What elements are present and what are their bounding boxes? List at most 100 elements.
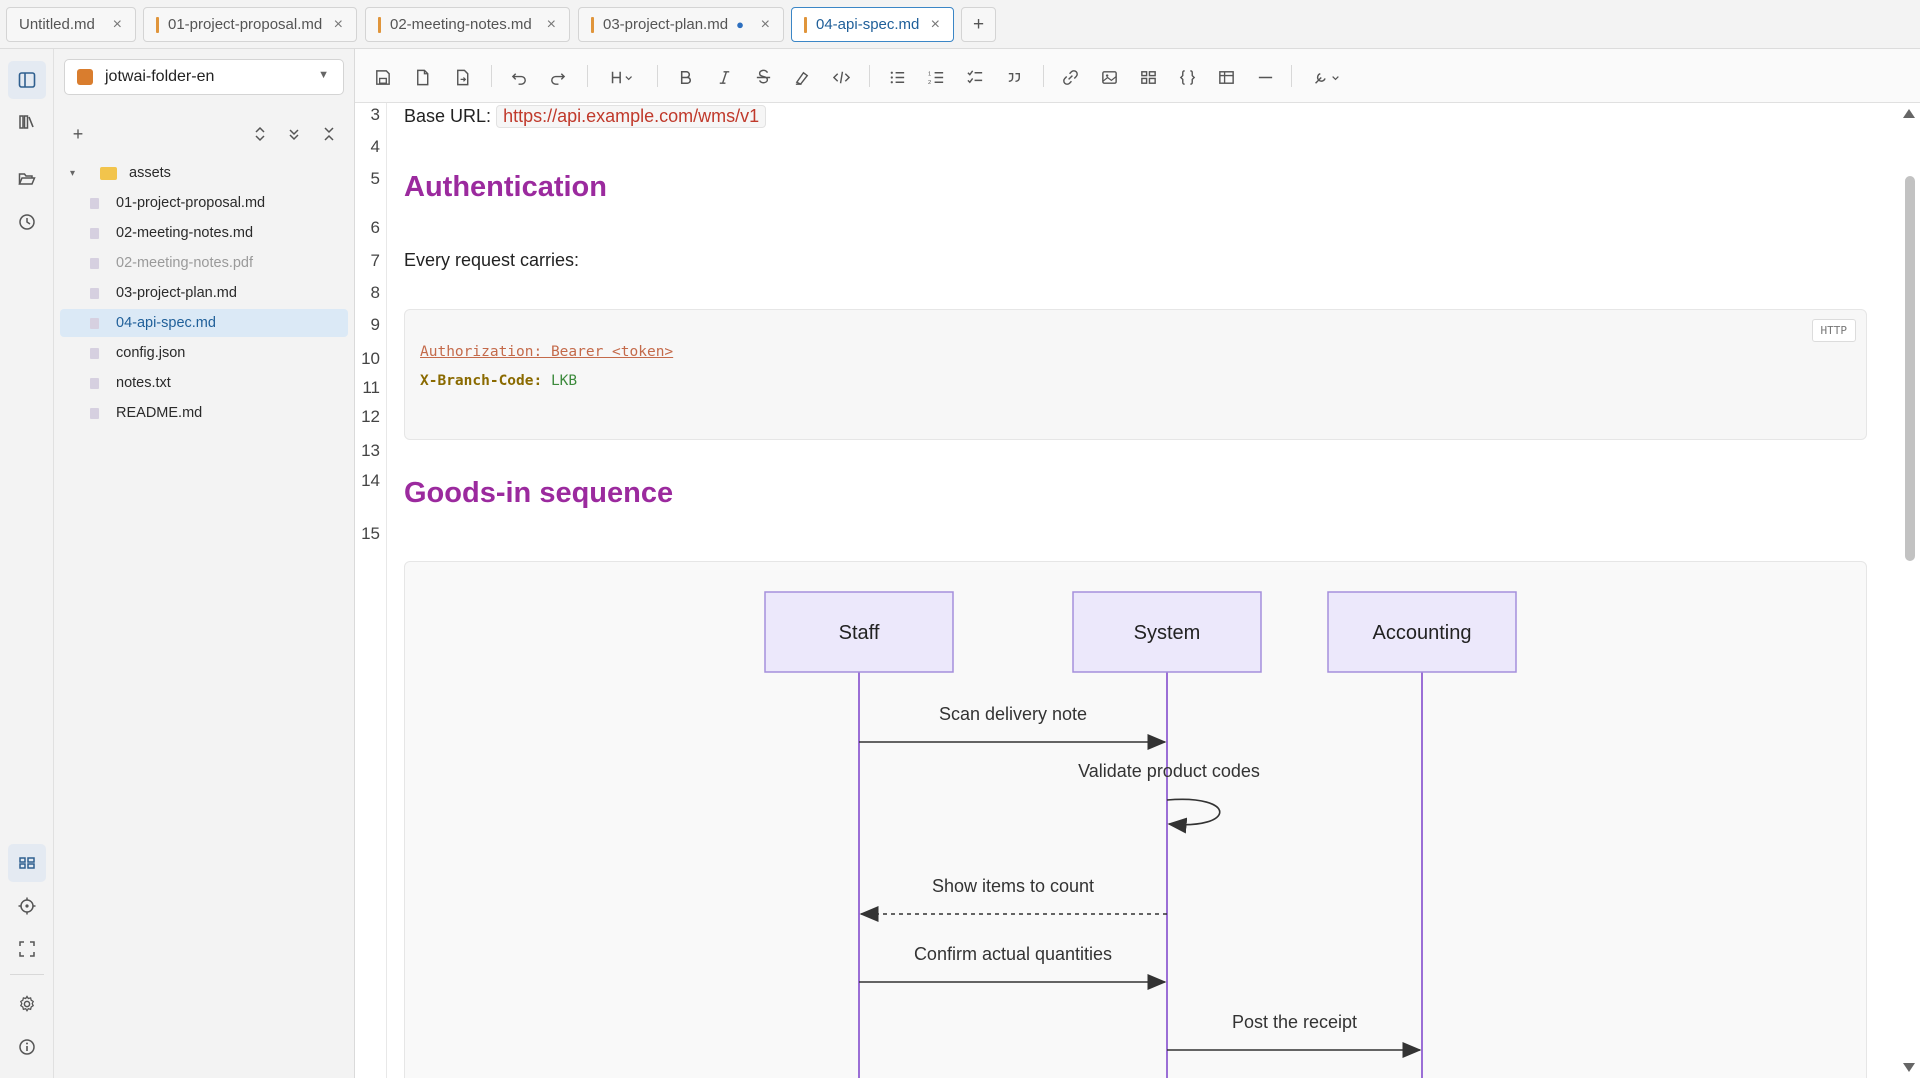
history-button[interactable] bbox=[8, 203, 46, 241]
inline-code-button[interactable] bbox=[827, 63, 855, 91]
tab-04-api-spec[interactable]: 04-api-spec.md × bbox=[791, 7, 954, 42]
redo-button[interactable] bbox=[543, 63, 571, 91]
folder-selector[interactable]: jotwai-folder-en ▼ bbox=[64, 59, 344, 95]
heading-icon bbox=[611, 71, 632, 83]
tree-item-name: 03-project-plan.md bbox=[116, 285, 237, 301]
sidebar-toggle-button[interactable] bbox=[8, 61, 46, 99]
chevron-down-icon: ▼ bbox=[318, 69, 329, 81]
folder-color-icon bbox=[77, 69, 93, 85]
clock-icon bbox=[19, 214, 35, 230]
close-icon[interactable]: × bbox=[930, 16, 940, 33]
file-export-icon bbox=[416, 69, 428, 85]
export-pdf-button[interactable] bbox=[448, 63, 476, 91]
about-button[interactable] bbox=[8, 1028, 46, 1066]
embed-button[interactable] bbox=[1134, 63, 1162, 91]
line-number: 15 bbox=[361, 524, 380, 543]
participant-label: Accounting bbox=[1373, 622, 1472, 644]
table-icon bbox=[1218, 70, 1234, 84]
document-content[interactable]: Base URL: https://api.example.com/wms/v1… bbox=[404, 103, 1874, 1078]
fullscreen-button[interactable] bbox=[8, 930, 46, 968]
message-label: Confirm actual quantities bbox=[914, 944, 1112, 964]
line-number: 14 bbox=[361, 471, 380, 490]
library-button[interactable] bbox=[8, 103, 46, 141]
folder-open-icon bbox=[18, 173, 36, 185]
file-icon bbox=[90, 257, 99, 269]
redo-icon bbox=[550, 72, 565, 85]
italic-button[interactable] bbox=[710, 63, 738, 91]
activity-bar bbox=[0, 49, 54, 1078]
tab-03-project-plan[interactable]: 03-project-plan.md ● × bbox=[578, 7, 784, 42]
tree-file[interactable]: 01-project-proposal.md bbox=[60, 189, 348, 217]
tree-file[interactable]: config.json bbox=[60, 339, 348, 367]
toolbar-divider bbox=[491, 65, 492, 87]
tree-item-name: 01-project-proposal.md bbox=[116, 195, 266, 211]
tab-label: 03-project-plan.md bbox=[603, 16, 729, 33]
tree-folder[interactable]: ▾assets bbox=[60, 159, 348, 187]
settings-button[interactable] bbox=[8, 985, 46, 1023]
close-icon[interactable]: × bbox=[760, 16, 770, 33]
save-button[interactable] bbox=[368, 63, 396, 91]
bullet-list-icon bbox=[890, 71, 904, 83]
new-file-button[interactable]: + bbox=[72, 123, 84, 144]
close-icon[interactable]: × bbox=[333, 16, 343, 33]
collapse-all-button[interactable] bbox=[316, 121, 342, 147]
strikethrough-button[interactable] bbox=[749, 63, 777, 91]
undo-button[interactable] bbox=[505, 63, 533, 91]
link-button[interactable] bbox=[1056, 63, 1084, 91]
open-folder-button[interactable] bbox=[8, 160, 46, 198]
tree-file[interactable]: notes.txt bbox=[60, 369, 348, 397]
image-button[interactable] bbox=[1095, 63, 1123, 91]
heading-authentication: Authentication bbox=[404, 171, 607, 203]
new-tab-button[interactable]: + bbox=[961, 7, 996, 42]
highlight-button[interactable] bbox=[788, 63, 816, 91]
gear-icon bbox=[19, 995, 35, 1012]
heading-goods-in-sequence: Goods-in sequence bbox=[404, 477, 674, 509]
code-block[interactable]: HTTP Authorization: Bearer <token> X-Bra… bbox=[404, 309, 1867, 440]
task-list-button[interactable] bbox=[961, 63, 989, 91]
widgets-button[interactable] bbox=[8, 844, 46, 882]
vertical-scrollbar[interactable] bbox=[1897, 103, 1920, 1078]
heading-dropdown[interactable] bbox=[603, 63, 643, 91]
close-icon[interactable]: × bbox=[546, 16, 556, 33]
tree-file[interactable]: README.md bbox=[60, 399, 348, 427]
tree-file[interactable]: 02-meeting-notes.pdf bbox=[60, 249, 348, 277]
locate-button[interactable] bbox=[8, 887, 46, 925]
scroll-down-icon[interactable] bbox=[1903, 1063, 1915, 1072]
link-icon bbox=[1062, 69, 1078, 85]
table-button[interactable] bbox=[1212, 63, 1240, 91]
horizontal-rule-button[interactable] bbox=[1251, 63, 1279, 91]
bold-button[interactable] bbox=[671, 63, 699, 91]
tab-01-project-proposal[interactable]: 01-project-proposal.md × bbox=[143, 7, 357, 42]
blockquote-button[interactable] bbox=[1000, 63, 1028, 91]
scroll-up-icon[interactable] bbox=[1903, 109, 1915, 118]
file-explorer: jotwai-folder-en ▼ + ▾assets 01-project-p… bbox=[54, 49, 355, 1078]
tab-color-marker bbox=[804, 16, 807, 33]
code-header-value: LKB bbox=[550, 373, 578, 389]
toolbar-divider bbox=[587, 65, 588, 87]
highlighter-icon bbox=[795, 71, 808, 85]
save-icon bbox=[375, 69, 390, 85]
code-block-button[interactable] bbox=[1173, 63, 1201, 91]
participant-accounting bbox=[1327, 591, 1517, 673]
sort-button[interactable] bbox=[247, 121, 273, 147]
tree-file[interactable]: 02-meeting-notes.md bbox=[60, 219, 348, 247]
scrollbar-thumb[interactable] bbox=[1905, 176, 1915, 561]
tools-dropdown[interactable] bbox=[1305, 63, 1347, 91]
braces-icon bbox=[1179, 69, 1195, 85]
tree-file[interactable]: 03-project-plan.md bbox=[60, 279, 348, 307]
tab-untitled[interactable]: Untitled.md × bbox=[6, 7, 136, 42]
close-icon[interactable]: × bbox=[112, 16, 122, 33]
expand-all-button[interactable] bbox=[281, 121, 307, 147]
export-button[interactable] bbox=[408, 63, 436, 91]
bullet-list-button[interactable] bbox=[883, 63, 911, 91]
message-label: Show items to count bbox=[932, 876, 1094, 896]
chevron-down-icon[interactable]: ▾ bbox=[70, 167, 76, 179]
tab-02-meeting-notes[interactable]: 02-meeting-notes.md × bbox=[365, 7, 570, 42]
tree-file[interactable]: 04-api-spec.md bbox=[60, 309, 348, 337]
library-icon bbox=[19, 115, 34, 129]
base-url-code[interactable]: https://api.example.com/wms/v1 bbox=[496, 105, 767, 128]
